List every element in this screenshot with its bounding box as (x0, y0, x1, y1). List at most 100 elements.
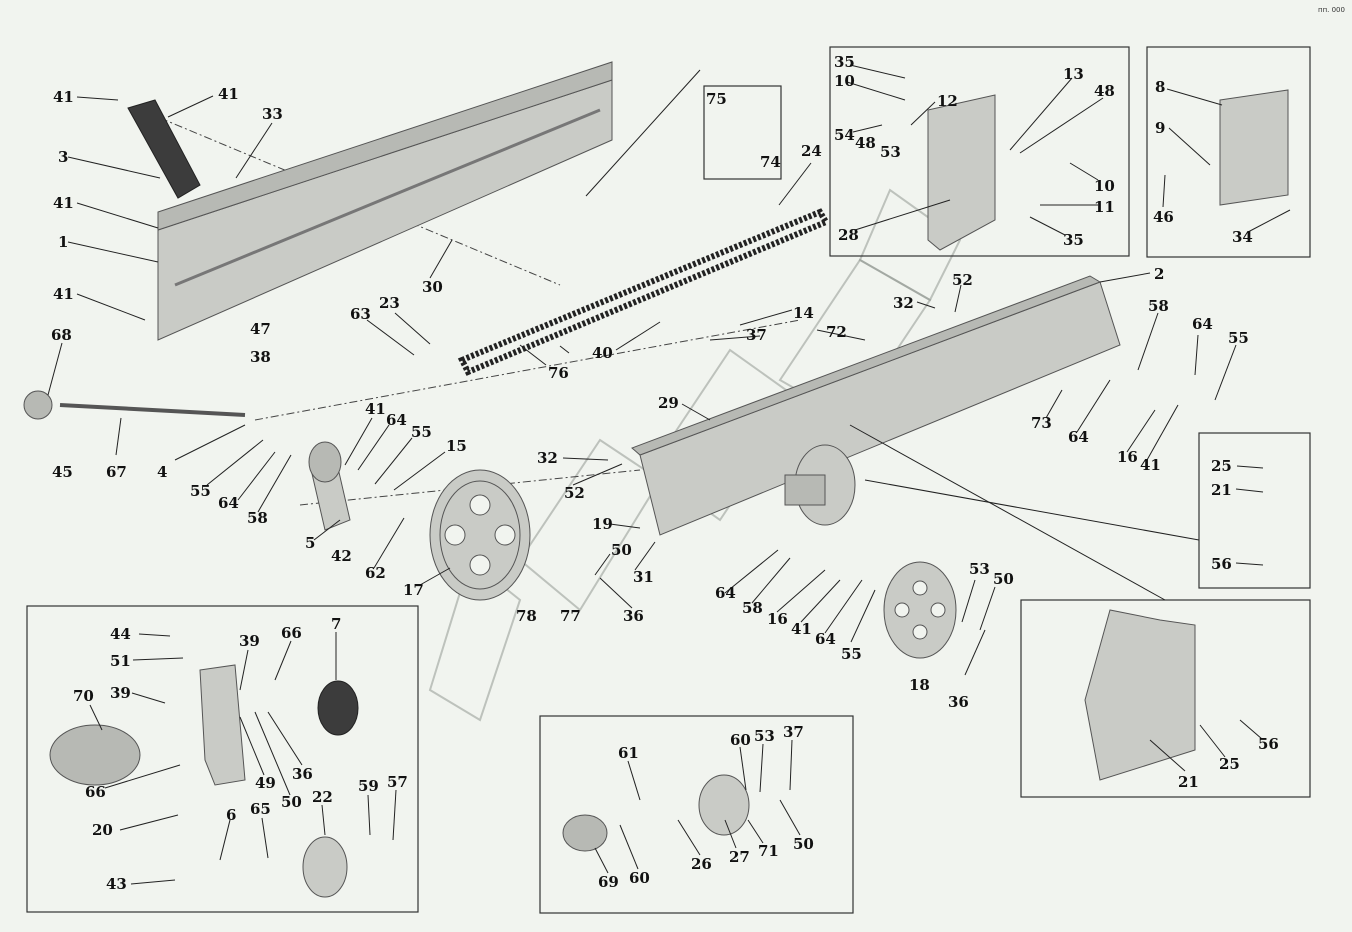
callout-66: 66 (85, 783, 106, 801)
callout-66: 66 (281, 624, 302, 642)
callout-18: 18 (909, 676, 930, 694)
callout-53: 53 (754, 727, 775, 745)
callout-34: 34 (1232, 228, 1253, 246)
callout-62: 62 (365, 564, 386, 582)
callout-78: 78 (516, 607, 537, 625)
callout-1: 1 (58, 233, 68, 251)
part-17-wheel (429, 469, 531, 601)
callout-50: 50 (611, 541, 632, 559)
callout-57: 57 (387, 773, 408, 791)
callout-36: 36 (623, 607, 644, 625)
callout-41: 41 (53, 285, 74, 303)
callout-8: 8 (1155, 78, 1165, 96)
part-5-arm (308, 441, 351, 531)
callout-15: 15 (446, 437, 467, 455)
axis-lines (159, 117, 801, 506)
part-76-chain (457, 208, 831, 376)
callout-64: 64 (815, 630, 836, 648)
callout-60: 60 (730, 731, 751, 749)
callout-50: 50 (281, 793, 302, 811)
detail-box-hub (539, 715, 854, 914)
callout-58: 58 (247, 509, 268, 527)
callout-26: 26 (691, 855, 712, 873)
part-3-handle (127, 99, 201, 199)
corner-code: пп. 000 (1318, 6, 1345, 14)
callout-30: 30 (422, 278, 443, 296)
callout-68: 68 (51, 326, 72, 344)
callout-32: 32 (893, 294, 914, 312)
part-2-beam (631, 275, 1121, 536)
detail-box-chain-link (703, 85, 782, 180)
callout-37: 37 (746, 326, 767, 344)
callout-64: 64 (386, 411, 407, 429)
callout-19: 19 (592, 515, 613, 533)
part-motor-assembly (784, 444, 856, 526)
callout-52: 52 (952, 271, 973, 289)
callout-72: 72 (826, 323, 847, 341)
callout-16: 16 (1117, 448, 1138, 466)
callout-61: 61 (618, 744, 639, 762)
callout-76: 76 (548, 364, 569, 382)
callout-40: 40 (592, 344, 613, 362)
callout-24: 24 (801, 142, 822, 160)
callout-42: 42 (331, 547, 352, 565)
callout-41: 41 (1140, 456, 1161, 474)
callout-45: 45 (52, 463, 73, 481)
callout-69: 69 (598, 873, 619, 891)
callout-21: 21 (1178, 773, 1199, 791)
callout-37: 37 (783, 723, 804, 741)
callout-6: 6 (226, 806, 236, 824)
callout-55: 55 (411, 423, 432, 441)
callout-75: 75 (706, 90, 727, 108)
callout-48: 48 (855, 134, 876, 152)
detail-box-bracket (829, 46, 1130, 257)
callout-55: 55 (841, 645, 862, 663)
callout-3: 3 (58, 148, 68, 166)
callout-73: 73 (1031, 414, 1052, 432)
callout-41: 41 (365, 400, 386, 418)
callout-22: 22 (312, 788, 333, 806)
part-1-plate (157, 61, 613, 341)
callout-7: 7 (331, 615, 341, 633)
callout-50: 50 (993, 570, 1014, 588)
callout-2: 2 (1154, 265, 1164, 283)
callout-13: 13 (1063, 65, 1084, 83)
callout-63: 63 (350, 305, 371, 323)
callout-46: 46 (1153, 208, 1174, 226)
callout-53: 53 (880, 143, 901, 161)
callout-55: 55 (190, 482, 211, 500)
leader-lines (47, 64, 1291, 885)
callout-35: 35 (834, 53, 855, 71)
callout-47: 47 (250, 320, 271, 338)
detail-box-bracket-21 (1020, 599, 1311, 798)
callout-21: 21 (1211, 481, 1232, 499)
callout-50: 50 (793, 835, 814, 853)
callout-41: 41 (53, 194, 74, 212)
callout-74: 74 (760, 153, 781, 171)
callout-77: 77 (560, 607, 581, 625)
callout-4: 4 (157, 463, 167, 481)
callout-53: 53 (969, 560, 990, 578)
callout-60: 60 (629, 869, 650, 887)
callout-71: 71 (758, 842, 779, 860)
callout-27: 27 (729, 848, 750, 866)
callout-56: 56 (1211, 555, 1232, 573)
callout-31: 31 (633, 568, 654, 586)
callout-64: 64 (1068, 428, 1089, 446)
callout-39: 39 (239, 632, 260, 650)
callout-48: 48 (1094, 82, 1115, 100)
callout-41: 41 (218, 85, 239, 103)
callout-10: 10 (834, 72, 855, 90)
callout-54: 54 (834, 126, 855, 144)
callout-56: 56 (1258, 735, 1279, 753)
callout-58: 58 (1148, 297, 1169, 315)
callout-43: 43 (106, 875, 127, 893)
callout-49: 49 (255, 774, 276, 792)
callout-28: 28 (838, 226, 859, 244)
callout-36: 36 (948, 693, 969, 711)
callout-39: 39 (110, 684, 131, 702)
callout-41: 41 (53, 88, 74, 106)
part-18-wheel (883, 561, 957, 659)
part-67-rod (23, 390, 246, 420)
